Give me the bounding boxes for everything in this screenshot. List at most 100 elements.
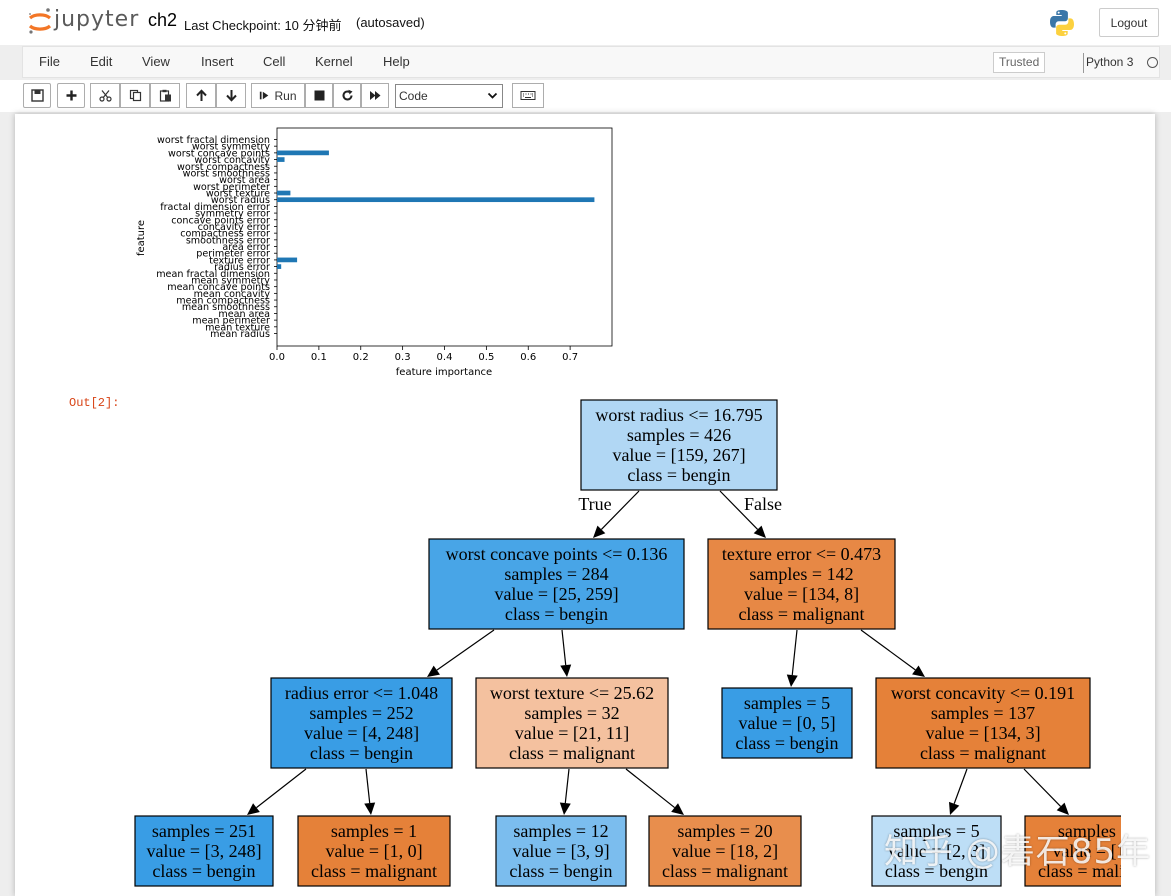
plus-icon — [66, 90, 76, 101]
tree-node-line: texture error <= 0.473 — [722, 544, 881, 564]
tree-node-line: radius error <= 1.048 — [285, 683, 438, 703]
tree-edge-arrowhead — [912, 665, 925, 677]
insert-cell-button[interactable] — [57, 83, 85, 108]
tree-node-line: class = bengin — [509, 861, 612, 881]
stop-icon — [314, 90, 324, 101]
trusted-indicator[interactable]: Trusted — [993, 52, 1046, 73]
tree-node-box — [875, 677, 1091, 769]
tree-node-box — [270, 677, 453, 769]
jupyter-wordmark: jupyter — [54, 7, 140, 32]
save-icon — [30, 89, 44, 102]
tree-node-box — [134, 815, 274, 887]
tree-edge — [791, 629, 798, 676]
menu-cell[interactable]: Cell — [263, 54, 286, 69]
tree-node-box — [871, 815, 1002, 887]
edge-label-true: True — [578, 494, 611, 514]
tree-edge-arrowhead — [364, 802, 376, 815]
tree-node-box — [721, 687, 853, 759]
edge-label-false: False — [744, 494, 782, 514]
tree-node-line: samples = 251 — [152, 821, 256, 841]
cell-type-select[interactable]: Code — [395, 84, 503, 108]
tree-edge-arrowhead — [427, 665, 440, 677]
move-down-button[interactable] — [216, 83, 246, 108]
copy-button[interactable] — [120, 83, 150, 108]
notebook-name[interactable]: ch2 — [148, 10, 178, 30]
menu-file[interactable]: File — [39, 54, 60, 69]
tree-node-line: worst texture <= 25.62 — [490, 683, 654, 703]
tree-node-line: value = [159, 267] — [612, 445, 745, 465]
kernel-name[interactable]: Python 3 — [1086, 55, 1134, 69]
tree-edge-arrowhead — [753, 525, 766, 538]
tree-node-line: class = bengin — [505, 604, 608, 624]
tree-node-line: samples = 142 — [749, 564, 853, 584]
toolbar: Run — [0, 80, 1171, 112]
tree-edge-arrowhead — [559, 802, 571, 815]
tree-node-line: value = [1, 0] — [325, 841, 422, 861]
cut-button[interactable] — [90, 83, 120, 108]
restart-run-all-button[interactable] — [361, 83, 389, 108]
tree-edge — [564, 768, 570, 804]
tree-edge — [860, 629, 916, 671]
tree-node-line: samples = 12 — [513, 821, 608, 841]
command-palette-button[interactable] — [512, 83, 544, 108]
tree-node-line: samples = 137 — [931, 703, 1035, 723]
tree-node-line: worst concave points <= 0.136 — [446, 544, 668, 564]
tree-node-line: samples = 284 — [504, 564, 608, 584]
tree-node-line: value = [2, 3] — [888, 841, 985, 861]
interrupt-button[interactable] — [305, 83, 333, 108]
tree-node-line: value = [134, 8] — [744, 584, 859, 604]
restart-button[interactable] — [333, 83, 361, 108]
save-button[interactable] — [23, 83, 51, 108]
tree-edge — [436, 629, 495, 671]
keyboard-icon — [520, 91, 536, 100]
copy-icon — [129, 89, 141, 102]
tree-node-line: samples = 5 — [893, 821, 979, 841]
menu-help[interactable]: Help — [383, 54, 410, 69]
tree-node-box — [297, 815, 451, 887]
tree-node-line: value = [25, 259] — [494, 584, 618, 604]
logout-button[interactable]: Logout — [1099, 8, 1159, 37]
move-up-button[interactable] — [186, 83, 216, 108]
tree-node-line: class = bengin — [152, 861, 255, 881]
tree-node-line: samples = 1 — [331, 821, 417, 841]
menu-edit[interactable]: Edit — [90, 54, 113, 69]
tree-node-line: value = [3, 9] — [512, 841, 609, 861]
tree-node-line: class = malignant — [738, 604, 864, 624]
tree-node-line: value = [0, 5] — [738, 713, 835, 733]
tree-node-line: samples = 20 — [677, 821, 772, 841]
tree-node-line: samples = 426 — [627, 425, 731, 445]
tree-edge — [256, 768, 307, 809]
tree-node-box — [428, 538, 685, 630]
tree-edge-arrowhead — [560, 664, 572, 677]
run-button[interactable]: Run — [251, 83, 305, 108]
tree-node-line: class = malignant — [920, 743, 1046, 763]
python-logo-icon — [1050, 10, 1074, 36]
tree-node-line: worst concavity <= 0.191 — [891, 683, 1075, 703]
tree-edge-arrowhead — [1056, 802, 1069, 815]
tree-edge — [600, 490, 640, 530]
jupyter-logo-icon[interactable] — [26, 6, 136, 38]
menu-view[interactable]: View — [142, 54, 170, 69]
watermark: 知乎 @砉石85年 — [884, 832, 1152, 872]
menu-insert[interactable]: Insert — [201, 54, 234, 69]
tree-edge — [719, 490, 759, 530]
tree-node-line: value = [134, 3] — [925, 723, 1040, 743]
tree-node-line: samples = 5 — [744, 693, 830, 713]
menu-kernel[interactable]: Kernel — [315, 54, 353, 69]
restart-icon — [342, 89, 352, 101]
scissors-icon — [98, 90, 112, 102]
menubar: File Edit View Insert Cell Kernel Help T… — [22, 46, 1160, 78]
tree-node-line: samples = 252 — [309, 703, 413, 723]
tree-node-box — [648, 815, 802, 887]
paste-button[interactable] — [150, 83, 180, 108]
tree-node-line: worst radius <= 16.795 — [595, 405, 762, 425]
tree-edge-arrowhead — [949, 801, 960, 815]
